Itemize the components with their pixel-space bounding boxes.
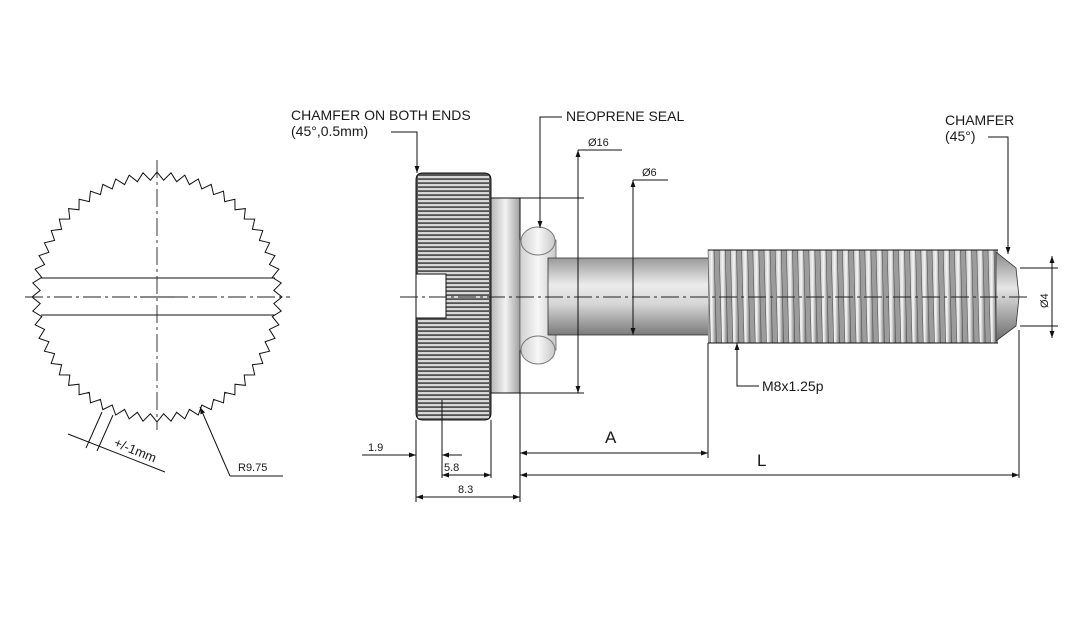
chamfer-line2: (45°)	[945, 128, 976, 144]
threaded-section	[707, 249, 998, 344]
dim-8-3-label: 8.3	[458, 484, 473, 496]
knurled-head	[415, 172, 492, 421]
annotations: CHAMFER ON BOTH ENDS (45°,0.5mm) NEOPREN…	[291, 107, 1058, 502]
end-view: +/-1mm R9.75	[25, 160, 290, 477]
side-view	[400, 172, 1030, 421]
dim-5-8-label: 5.8	[444, 462, 459, 474]
chamfer-both-line2: (45°,0.5mm)	[291, 123, 368, 139]
neoprene-seal-label: NEOPRENE SEAL	[566, 108, 684, 124]
dia-6-label: Ø6	[642, 167, 657, 179]
dia-4-label: Ø4	[1039, 293, 1051, 308]
chamfered-tip	[995, 251, 1020, 342]
chamfer-both-line1: CHAMFER ON BOTH ENDS	[291, 107, 471, 123]
chamfer-line1: CHAMFER	[945, 112, 1014, 128]
thread-spec-label: M8x1.25p	[762, 378, 824, 394]
knurl-tolerance-dim	[67, 411, 166, 473]
slot	[41, 277, 275, 316]
collar	[490, 197, 521, 394]
dim-L-label: L	[757, 451, 766, 470]
dim-1-9-label: 1.9	[368, 442, 383, 454]
dia-16-label: Ø16	[588, 137, 609, 149]
shank	[547, 257, 711, 336]
radius-label: R9.75	[238, 462, 267, 474]
dim-A-label: A	[605, 428, 617, 447]
radius-leader	[199, 406, 283, 477]
end-view-centerlines	[25, 160, 290, 430]
